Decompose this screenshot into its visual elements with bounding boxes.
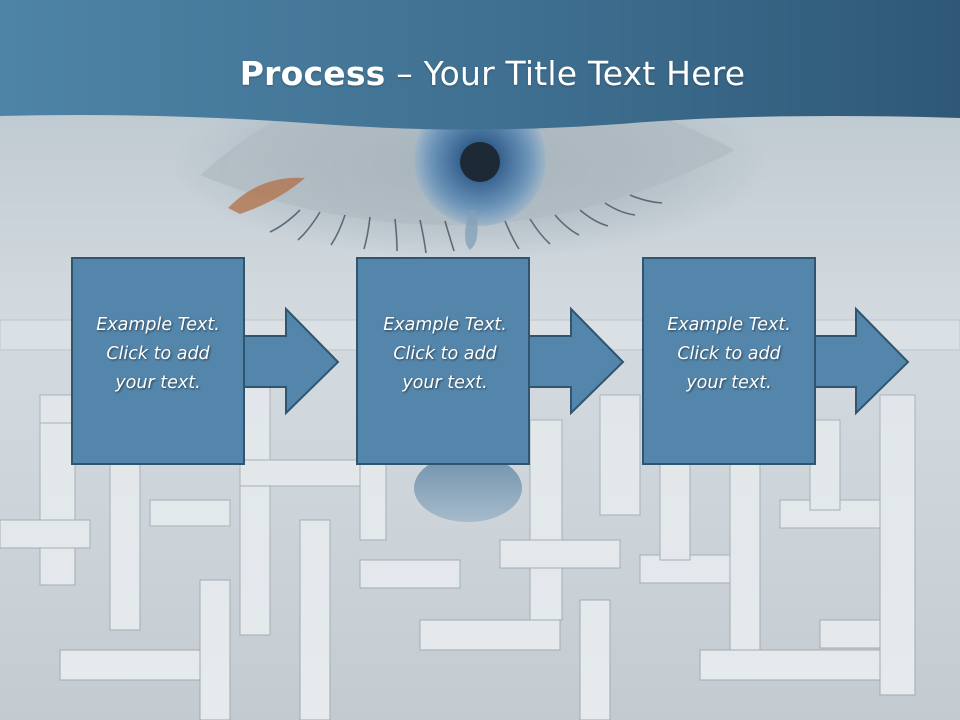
title-rest: – Your Title Text Here [385, 54, 746, 93]
step-2-text[interactable]: Example Text. Click to add your text. [359, 311, 531, 398]
header-band [0, 0, 960, 130]
step-arrow-1 [242, 306, 340, 416]
step-box-2 [356, 257, 530, 465]
title-bold: Process [239, 54, 386, 93]
step-1-line-3: your text. [115, 373, 201, 393]
process-step-2 [356, 257, 625, 465]
step-3-line-2: Click to add [677, 344, 781, 364]
step-arrow-2 [527, 306, 625, 416]
step-box-1 [71, 257, 245, 465]
step-1-text[interactable]: Example Text. Click to add your text. [72, 311, 244, 398]
drop-image [414, 454, 522, 522]
step-1-line-1: Example Text. [96, 315, 220, 335]
process-step-1 [71, 257, 340, 465]
step-1-line-2: Click to add [106, 344, 210, 364]
step-3-line-1: Example Text. [667, 315, 791, 335]
process-step-3 [642, 257, 910, 465]
step-3-text[interactable]: Example Text. Click to add your text. [643, 311, 815, 398]
step-arrow-3 [812, 306, 910, 416]
step-box-3 [642, 257, 816, 465]
step-2-line-3: your text. [402, 373, 488, 393]
step-3-line-3: your text. [686, 373, 772, 393]
slide-title[interactable]: Process – Your Title Text Here [0, 50, 960, 98]
step-2-line-1: Example Text. [383, 315, 507, 335]
step-2-line-2: Click to add [393, 344, 497, 364]
